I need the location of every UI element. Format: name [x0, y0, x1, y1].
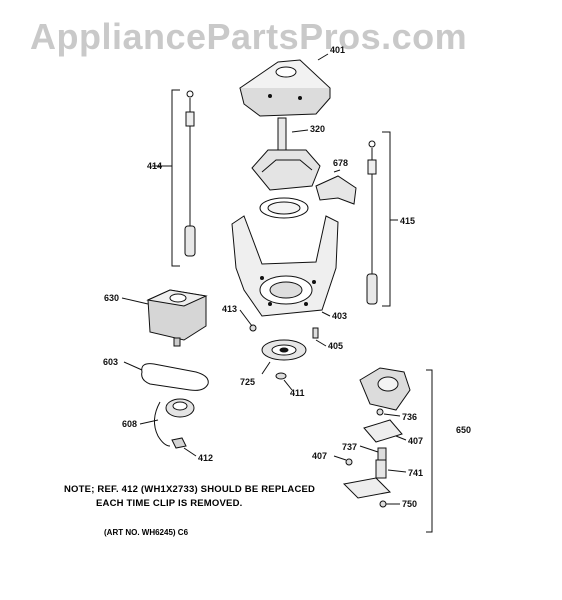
- callout-750: 750: [402, 499, 417, 509]
- replacement-note: NOTE; REF. 412 (WH1X2733) SHOULD BE REPL…: [64, 483, 315, 511]
- part-608-motor-pulley: [154, 398, 195, 447]
- part-320-transmission: [251, 117, 321, 219]
- callout-603: 603: [103, 357, 118, 367]
- callout-678: 678: [333, 158, 348, 168]
- part-630-motor: [146, 289, 208, 347]
- callout-403: 403: [332, 311, 347, 321]
- art-number: (ART NO. WH6245) C6: [104, 528, 189, 537]
- part-414-suspension-rod: [171, 89, 196, 267]
- callout-737: 737: [342, 442, 357, 452]
- callout-415: 415: [400, 216, 415, 226]
- callout-405: 405: [328, 341, 343, 351]
- callout-412: 412: [198, 453, 213, 463]
- callout-413: 413: [222, 304, 237, 314]
- part-401-cover: [239, 59, 331, 117]
- part-411-nut: [275, 372, 287, 380]
- part-603-belt: [141, 363, 209, 391]
- note-line-2: EACH TIME CLIP IS REMOVED.: [96, 498, 243, 509]
- note-line-1: NOTE; REF. 412 (WH1X2733) SHOULD BE REPL…: [64, 484, 316, 495]
- callout-630: 630: [104, 293, 119, 303]
- callout-725: 725: [240, 377, 255, 387]
- callout-401: 401: [330, 45, 345, 55]
- callout-736: 736: [402, 412, 417, 422]
- callout-407-left: 407: [312, 451, 327, 461]
- callout-411: 411: [290, 388, 305, 398]
- watermark: AppliancePartsPros.com: [30, 16, 468, 57]
- part-413-nut: [249, 324, 257, 332]
- callout-608: 608: [122, 419, 137, 429]
- callout-650: 650: [456, 425, 471, 435]
- part-678-bracket: [315, 175, 357, 205]
- callout-labels: 401 320 414 678 415 630 413 403 405 603 …: [103, 45, 471, 509]
- callout-320: 320: [310, 124, 325, 134]
- part-412-clip: [171, 437, 187, 449]
- part-650-pump-assembly: [342, 367, 433, 533]
- part-415-suspension-rod: [366, 131, 391, 307]
- callout-414: 414: [147, 161, 162, 171]
- part-725-pulley: [261, 339, 307, 361]
- part-403-base: [231, 215, 339, 317]
- callout-741: 741: [408, 468, 423, 478]
- callout-407-right: 407: [408, 436, 423, 446]
- part-405-screw: [312, 327, 319, 339]
- leader-lines: [121, 53, 407, 505]
